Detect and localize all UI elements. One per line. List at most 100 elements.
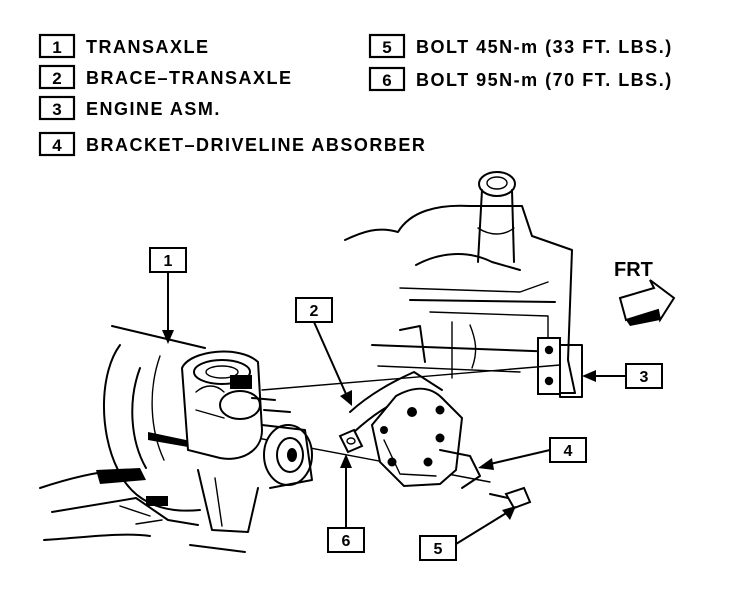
bolt-95nm — [338, 428, 364, 454]
bolt-45nm — [504, 486, 532, 510]
legend-item-4: 4 BRACKET–DRIVELINE ABSORBER — [38, 131, 426, 157]
frame-member — [51, 497, 199, 526]
engine-mount-bracket — [559, 344, 583, 398]
leader-arrowhead — [340, 454, 352, 468]
legend-number-box — [368, 33, 406, 59]
leader-line — [455, 511, 509, 545]
callout-number: 5 — [434, 541, 443, 558]
leader-arrowhead — [162, 330, 174, 344]
legend-item-6: 6 BOLT 95N-m (70 FT. LBS.) — [368, 66, 673, 92]
leader-line — [313, 321, 347, 395]
callout-3: 3 — [582, 363, 663, 389]
front-label: FRT — [614, 259, 653, 281]
legend-label: TRANSAXLE — [86, 37, 210, 57]
bracket-hole — [380, 426, 388, 434]
legend-item-3: 3 ENGINE ASM. — [38, 95, 221, 121]
callout-box — [549, 437, 587, 463]
transaxle-lower-boss — [197, 469, 259, 533]
front-arrow-shadow — [626, 310, 660, 326]
transaxle-lower-rib — [214, 477, 223, 527]
callout-box — [419, 535, 457, 561]
bolt-95nm-head — [346, 437, 356, 445]
gear-case-detail — [195, 385, 225, 419]
leader-arrowhead — [478, 458, 494, 470]
block-contour — [429, 311, 549, 361]
oil-filler-cap — [478, 171, 516, 197]
engine-outline — [344, 204, 576, 394]
callout-box — [149, 247, 187, 273]
leader-arrowhead — [582, 370, 596, 382]
mount-bolt — [544, 345, 554, 355]
callout-6: 6 — [327, 454, 365, 553]
transaxle-housing-rib — [131, 367, 147, 469]
legend-label: BRACKET–DRIVELINE ABSORBER — [86, 135, 426, 155]
legend-item-5: 5 BOLT 45N-m (33 FT. LBS.) — [368, 33, 673, 59]
bracket-hole — [387, 457, 397, 467]
block-rib — [469, 324, 477, 369]
bracket-hole — [407, 407, 417, 417]
front-direction-indicator: FRT — [614, 259, 676, 326]
frame-line — [261, 364, 561, 391]
legend-label: BOLT 95N-m (70 FT. LBS.) — [416, 70, 673, 90]
callout-5: 5 — [419, 506, 516, 561]
legend-number: 3 — [52, 100, 61, 119]
bracket-tab — [439, 449, 481, 489]
callout-1: 1 — [149, 247, 187, 344]
callout-box — [327, 527, 365, 553]
transaxle-housing-rib — [151, 355, 165, 461]
bracket-fold — [383, 439, 437, 477]
frame-bottom — [189, 544, 246, 553]
block-rib — [399, 325, 426, 363]
legend-number: 6 — [382, 71, 391, 90]
brace-transaxle — [349, 371, 443, 413]
driveline-absorber-bracket — [370, 387, 464, 488]
flange-housing — [261, 424, 313, 489]
legend-number-box — [38, 64, 76, 90]
legend-number-box — [38, 33, 76, 59]
legend-number-box — [38, 95, 76, 121]
legend-label: BRACE–TRANSAXLE — [86, 68, 293, 88]
block-contour — [399, 281, 549, 293]
transaxle-top-line — [111, 325, 206, 349]
callout-number: 3 — [640, 369, 649, 386]
leader-arrowhead — [502, 506, 516, 520]
engine-assembly-drawing — [344, 171, 583, 398]
legend-number-box — [368, 66, 406, 92]
callout-2: 2 — [295, 297, 352, 406]
callout-number: 6 — [342, 533, 351, 550]
output-flange-center — [287, 448, 297, 462]
bracket-hole — [435, 433, 445, 443]
transaxle-bolt-stud — [251, 397, 291, 413]
block-lower-edge — [377, 365, 521, 373]
leader-line — [489, 449, 551, 465]
legend-number: 4 — [52, 136, 62, 155]
oil-filler-cap-inner — [486, 176, 508, 190]
legend-item-1: 1 TRANSAXLE — [38, 33, 210, 59]
brace-bracket-drawing — [338, 371, 532, 510]
callout-number: 1 — [164, 253, 173, 270]
oil-filler-neck — [477, 189, 515, 263]
legend-label: BOLT 45N-m (33 FT. LBS.) — [416, 37, 673, 57]
frame-member — [39, 469, 121, 489]
legend-number: 2 — [52, 69, 61, 88]
callout-number: 4 — [564, 443, 573, 460]
mount-bolt — [544, 376, 554, 386]
block-lower-edge — [371, 344, 561, 353]
block-ledge — [409, 299, 556, 303]
callout-box — [295, 297, 333, 323]
gear-case-cover-inner — [205, 365, 239, 379]
legend-label: ENGINE ASM. — [86, 99, 221, 119]
callout-number: 2 — [310, 303, 319, 320]
legend-number: 5 — [382, 38, 391, 57]
legend-number-box — [38, 131, 76, 157]
bracket-hole — [435, 405, 445, 415]
filler-neck-band — [477, 227, 515, 235]
legend: 1 TRANSAXLE 2 BRACE–TRANSAXLE 3 ENGINE A… — [38, 33, 673, 157]
gear-case-boss-ring — [219, 390, 261, 420]
leader-arrowhead — [340, 390, 352, 406]
legend-number: 1 — [52, 38, 61, 57]
housing-shadow — [96, 468, 146, 484]
legend-item-2: 2 BRACE–TRANSAXLE — [38, 64, 293, 90]
transaxle-drawing — [39, 344, 313, 553]
